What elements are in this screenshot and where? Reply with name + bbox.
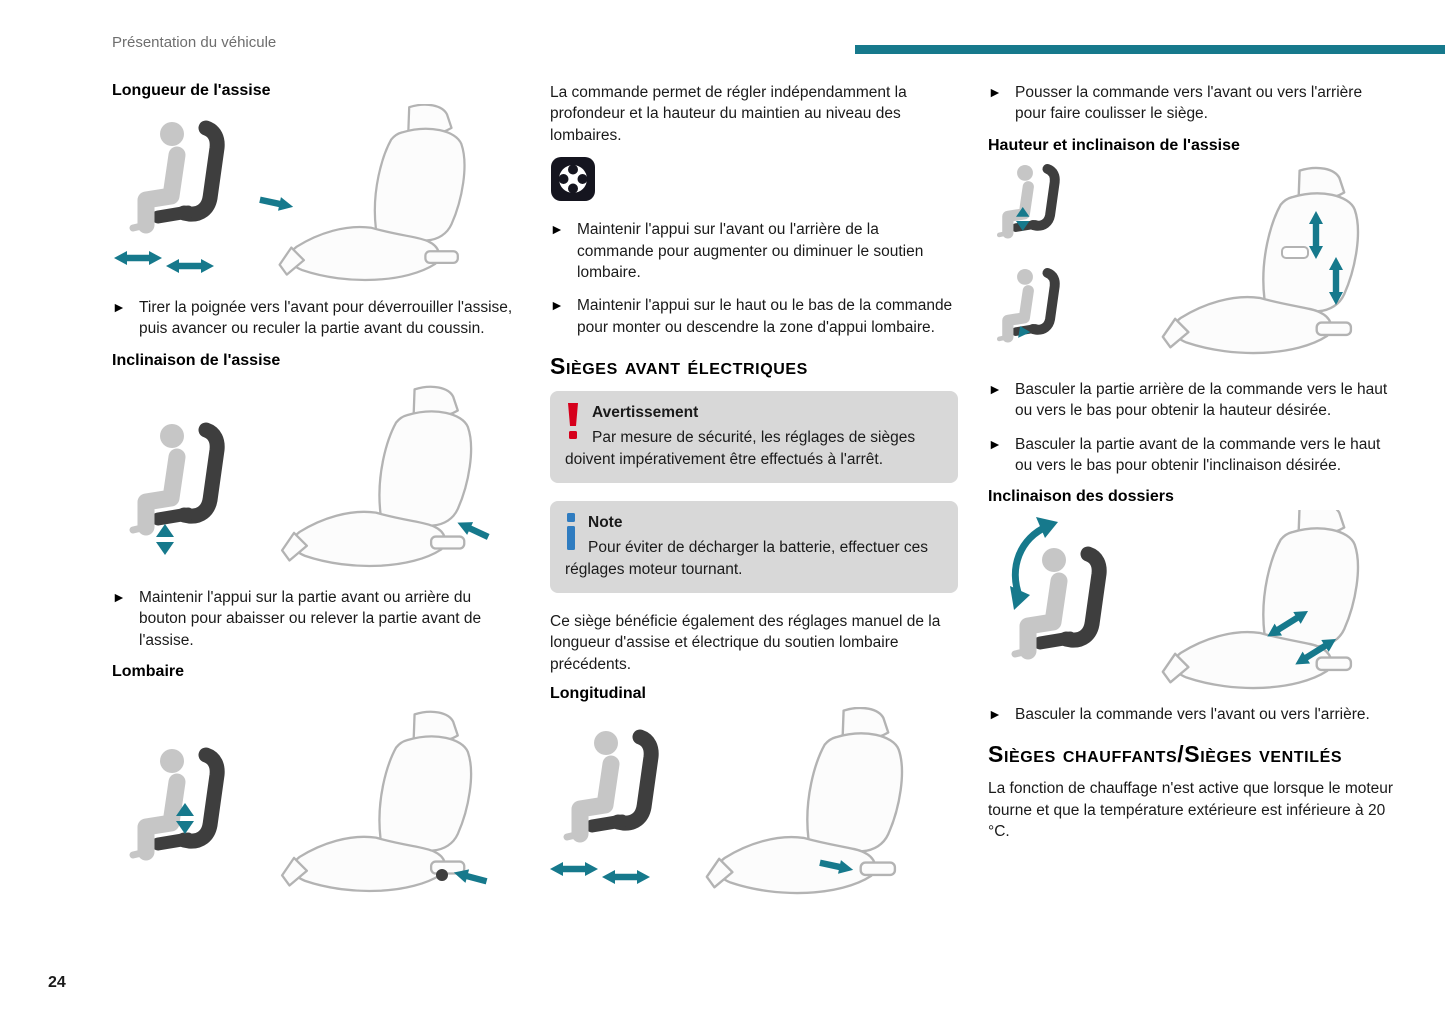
bullet-slide: ► Pousser la commande vers l'avant ou ve… — [988, 82, 1396, 125]
heading-lumbar: Lombaire — [112, 662, 185, 680]
warning-title: Avertissement — [592, 403, 699, 421]
bullet-text: Basculer la partie avant de la commande … — [1015, 435, 1381, 474]
bullet-text: Tirer la poignée vers l'avant pour déver… — [139, 299, 513, 338]
seat-tilt-illustration — [112, 385, 492, 567]
section-heated-seats: Sièges chauffants/Sièges ventilés — [988, 740, 1343, 767]
header-accent-bar — [855, 45, 1445, 54]
bullet-lumbar-height: ► Maintenir l'appui sur le haut ou le ba… — [550, 295, 958, 338]
page-header-title: Présentation du véhicule — [112, 34, 277, 51]
figure-seat-length — [112, 104, 520, 289]
heading-seat-length: Longueur de l'assise — [112, 82, 271, 99]
bullet-marker: ► — [988, 84, 1002, 100]
bullet-marker: ► — [988, 435, 1002, 452]
heading-height-tilt: Hauteur et inclinaison de l'assise — [988, 136, 1240, 154]
note-text: Pour éviter de décharger la batterie, ef… — [565, 539, 929, 578]
bullet-height: ► Basculer la partie arrière de la comma… — [988, 379, 1396, 422]
column-middle: La commande permet de régler indépendamm… — [550, 82, 958, 919]
heating-intro-text: La fonction de chauffage n'est active qu… — [988, 780, 1394, 841]
heading-seat-tilt: Inclinaison de l'assise — [112, 351, 281, 369]
figure-height-tilt — [988, 159, 1396, 371]
bullet-text: Maintenir l'appui sur la partie avant ou… — [139, 588, 482, 649]
bullet-tilt: ► Basculer la partie avant de la command… — [988, 434, 1396, 477]
warning-box: Avertissement Par mesure de sécurité, le… — [550, 390, 958, 483]
note-box: Note Pour éviter de décharger la batteri… — [550, 500, 958, 593]
bullet-seat-tilt: ► Maintenir l'appui sur la partie avant … — [112, 587, 520, 651]
warning-text: Par mesure de sécurité, les réglages de … — [565, 429, 916, 468]
figure-seat-tilt — [112, 374, 520, 579]
info-icon — [567, 512, 575, 550]
lumbar-illustration — [112, 710, 489, 893]
page-number: 24 — [48, 974, 66, 991]
bullet-text: Basculer la partie arrière de la command… — [1015, 380, 1388, 420]
bullet-lumbar-depth: ► Maintenir l'appui sur l'avant ou l'arr… — [550, 219, 958, 283]
bullet-marker: ► — [550, 297, 564, 314]
bullet-backrest: ► Basculer la commande vers l'avant ou v… — [988, 704, 1396, 725]
electric-intro-text: Ce siège bénéficie également des réglage… — [550, 613, 941, 673]
figure-longitudinal — [550, 707, 958, 902]
bullet-text: Basculer la commande vers l'avant ou ver… — [1015, 706, 1370, 724]
figure-backrest — [988, 510, 1396, 696]
backrest-illustration — [988, 510, 1360, 690]
column-right: ► Pousser la commande vers l'avant ou ve… — [988, 82, 1396, 919]
lumbar-control-icon — [551, 157, 595, 202]
bullet-text: Pousser la commande vers l'avant ou vers… — [1015, 84, 1363, 123]
bullet-text: Maintenir l'appui sur l'avant ou l'arriè… — [577, 221, 924, 281]
bullet-seat-length: ► Tirer la poignée vers l'avant pour dév… — [112, 297, 520, 340]
bullet-marker: ► — [988, 706, 1002, 723]
longitudinal-illustration — [550, 707, 904, 895]
note-title: Note — [588, 513, 623, 531]
section-electric-seats: Sièges avant électriques — [550, 353, 808, 379]
seat-length-illustration — [114, 104, 466, 282]
column-left: Longueur de l'assise ► Tirer la poignée … — [112, 82, 520, 919]
height-tilt-illustration — [988, 159, 1360, 354]
lumbar-control-row — [550, 156, 958, 207]
warning-icon — [568, 402, 578, 439]
bullet-text: Maintenir l'appui sur le haut ou le bas … — [577, 297, 953, 336]
heading-backrest: Inclinaison des dossiers — [988, 488, 1174, 506]
heading-longitudinal: Longitudinal — [550, 685, 646, 703]
bullet-marker: ► — [112, 299, 126, 315]
lumbar-intro-text: La commande permet de régler indépendamm… — [550, 84, 907, 144]
figure-lumbar — [112, 685, 520, 913]
bullet-marker: ► — [988, 380, 1002, 397]
content-columns: Longueur de l'assise ► Tirer la poignée … — [112, 82, 1397, 919]
bullet-marker: ► — [112, 588, 126, 605]
bullet-marker: ► — [550, 221, 564, 238]
